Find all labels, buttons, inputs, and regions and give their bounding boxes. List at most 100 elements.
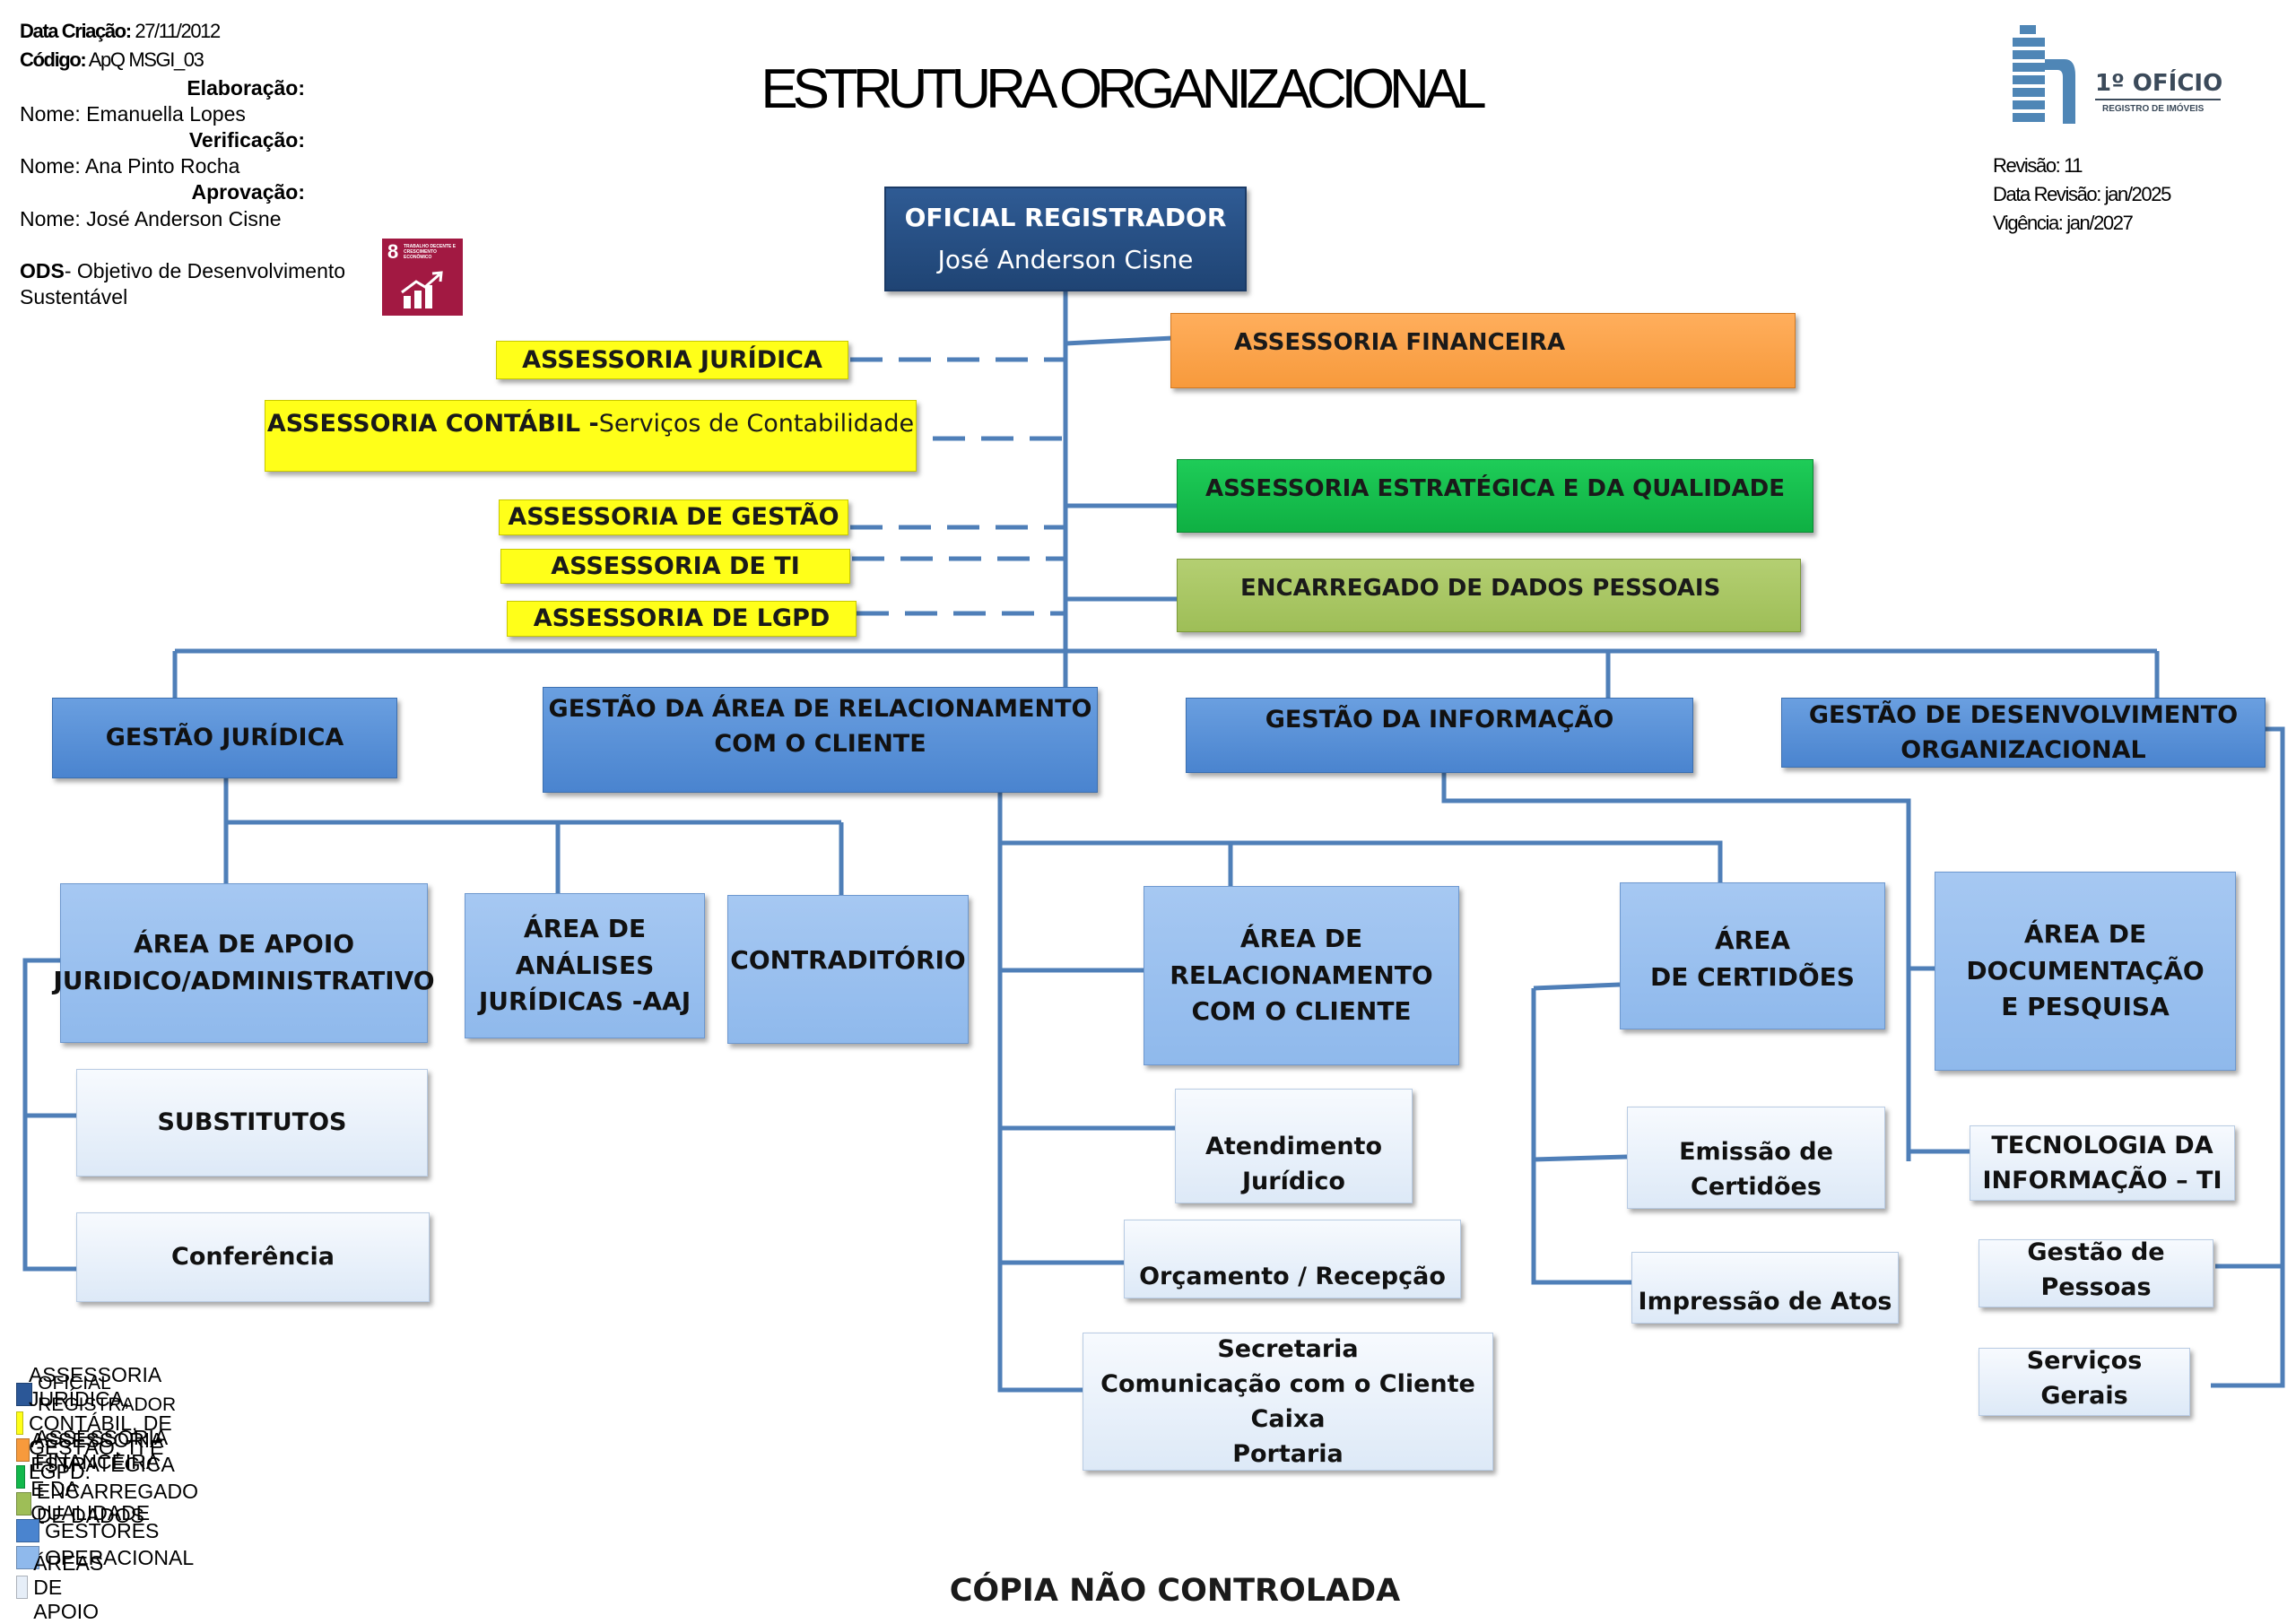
revision-number: Revisão: 11	[1993, 154, 2083, 177]
substitutos-label: SUBSTITUTOS	[157, 1108, 347, 1137]
tecnologia-informacao-label: TECNOLOGIA DA INFORMAÇÃO – TI	[1982, 1131, 2222, 1194]
legend-label: OPERACIONAL	[45, 1545, 195, 1569]
servicos-gerais-label: Serviços Gerais	[2026, 1346, 2143, 1410]
secretaria-label: Secretaria Comunicação com o Cliente Cai…	[1100, 1334, 1475, 1469]
elaboration-label: Elaboração:	[187, 76, 305, 100]
legend-swatch	[16, 1465, 26, 1489]
verification-name: Nome: Ana Pinto Rocha	[20, 154, 240, 178]
legend-item-oficial: OFICIAL REGISTRADOR	[16, 1373, 183, 1415]
legend-swatch	[16, 1546, 39, 1569]
impressao-atos-box: Impressão de Atos	[1631, 1252, 1899, 1324]
area-analises-juridicas-box: ÁREA DE ANÁLISES JURÍDICAS -AAJ	[465, 893, 705, 1038]
legend-label: ASSESSORIA ESTRATÉGICA E DA QUALIDADE	[30, 1429, 174, 1524]
gestao-juridica-label: GESTÃO JURÍDICA	[105, 724, 344, 752]
area-documentacao-box: ÁREA DE DOCUMENTAÇÃO E PESQUISA	[1935, 872, 2236, 1071]
creation-label: Data Criação:	[20, 20, 132, 42]
sdg-8-badge: 8 TRABALHO DECENTE E CRESCIMENTO ECONÔMI…	[382, 239, 463, 316]
code-value: ApQ MSGI_03	[88, 48, 204, 71]
registry-logo: 1º OFÍCIO REGISTRO DE IMÓVEIS	[2009, 25, 2224, 128]
legend-item-gestores: GESTORES	[16, 1518, 159, 1543]
gestao-desenvolvimento-label: GESTÃO DE DESENVOLVIMENTO ORGANIZACIONAL	[1808, 700, 2239, 764]
assessoria-estrategica-label: ASSESSORIA ESTRATÉGICA E DA QUALIDADE	[1205, 475, 1785, 502]
assessoria-contabil-label-rest: Serviços de Contabilidade	[598, 410, 915, 438]
encarregado-dados-box: ENCARREGADO DE DADOS PESSOAIS	[1177, 559, 1801, 632]
conferencia-label: Conferência	[171, 1243, 335, 1272]
emissao-certidoes-label: Emissão de Certidões	[1679, 1137, 1833, 1201]
ods-label: ODS	[20, 259, 65, 282]
logo-underline	[2095, 99, 2221, 100]
area-certidoes-label: ÁREA DE CERTIDÕES	[1650, 925, 1855, 992]
logo-mark-icon	[2013, 25, 2075, 124]
code-label: Código:	[20, 48, 87, 71]
assessoria-financeira-box: ASSESSORIA FINANCEIRA	[1170, 313, 1796, 388]
secretaria-box: Secretaria Comunicação com o Cliente Cai…	[1083, 1333, 1493, 1471]
verification-label: Verificação:	[188, 128, 305, 152]
legend-swatch	[16, 1383, 33, 1406]
conferencia-box: Conferência	[76, 1212, 430, 1302]
area-analises-juridicas-label: ÁREA DE ANÁLISES JURÍDICAS -AAJ	[478, 914, 691, 1017]
area-certidoes-box: ÁREA DE CERTIDÕES	[1620, 882, 1885, 1029]
creation-value: 27/11/2012	[135, 20, 221, 42]
assessoria-contabil-box: ASSESSORIA CONTÁBIL -Serviços de Contabi…	[265, 400, 917, 472]
assessoria-lgpd-label: ASSESSORIA DE LGPD	[533, 604, 831, 633]
creation-date: Data Criação: 27/11/2012	[20, 20, 221, 43]
atendimento-juridico-label: Atendimento Jurídico	[1205, 1132, 1383, 1195]
area-documentacao-label: ÁREA DE DOCUMENTAÇÃO E PESQUISA	[1966, 919, 2205, 1022]
solid-connectors	[22, 291, 2285, 1393]
legend-item-areas-apoio: ÁREAS DE APOIO	[16, 1551, 115, 1623]
assessoria-gestao-box: ASSESSORIA DE GESTÃO	[499, 499, 848, 535]
assessoria-ti-box: ASSESSORIA DE TI	[500, 549, 850, 584]
servicos-gerais-box: Serviços Gerais	[1979, 1347, 2190, 1416]
assessoria-lgpd-box: ASSESSORIA DE LGPD	[507, 601, 857, 637]
page-title: ESTRUTURA ORGANIZACIONAL	[761, 58, 1486, 120]
orcamento-recepcao-box: Orçamento / Recepção	[1124, 1220, 1461, 1298]
logo-title: 1º OFÍCIO	[2095, 70, 2223, 97]
gestao-juridica-box: GESTÃO JURÍDICA	[52, 698, 397, 778]
encarregado-dados-label: ENCARREGADO DE DADOS PESSOAIS	[1240, 575, 1721, 602]
contraditorio-box: CONTRADITÓRIO	[727, 895, 969, 1044]
growth-chart-icon	[401, 271, 443, 308]
assessoria-contabil-label-bold: ASSESSORIA CONTÁBIL -	[266, 410, 599, 438]
emissao-certidoes-box: Emissão de Certidões	[1627, 1107, 1885, 1209]
assessoria-contabil-label: ASSESSORIA CONTÁBIL -Serviços de Contabi…	[267, 406, 914, 441]
legend-label: ÁREAS DE APOIO	[33, 1550, 104, 1623]
impressao-atos-label: Impressão de Atos	[1638, 1287, 1892, 1316]
validity-date: Vigência: jan/2027	[1993, 212, 2134, 234]
oficial-registrador-box: OFICIAL REGISTRADOR José Anderson Cisne	[884, 187, 1247, 291]
legend-label: ASSESSORIA FINANCEIRA	[34, 1426, 167, 1473]
orcamento-recepcao-label: Orçamento / Recepção	[1139, 1262, 1446, 1290]
sdg-text: TRABALHO DECENTE E CRESCIMENTO ECONÔMICO	[404, 244, 457, 260]
legend-swatch	[16, 1438, 30, 1462]
uncontrolled-copy-footer: CÓPIA NÃO CONTROLADA	[949, 1573, 1401, 1609]
atendimento-juridico-box: Atendimento Jurídico	[1175, 1089, 1413, 1203]
gestao-desenvolvimento-box: GESTÃO DE DESENVOLVIMENTO ORGANIZACIONAL	[1781, 698, 2266, 768]
legend-label: OFICIAL REGISTRADOR	[38, 1373, 177, 1415]
legend-item-operacional: OPERACIONAL	[16, 1545, 194, 1570]
assessoria-financeira-label: ASSESSORIA FINANCEIRA	[1234, 329, 1566, 356]
legend-label: ENCARREGADO DE DADOS	[36, 1480, 199, 1527]
approval-label: Aprovação:	[191, 180, 305, 204]
legend-swatch	[16, 1411, 23, 1435]
gestao-informacao-box: GESTÃO DA INFORMAÇÃO	[1186, 698, 1693, 773]
legend-swatch	[16, 1492, 31, 1515]
assessoria-juridica-box: ASSESSORIA JURÍDICA	[496, 341, 848, 379]
substitutos-box: SUBSTITUTOS	[76, 1069, 428, 1177]
contraditorio-label: CONTRADITÓRIO	[730, 945, 966, 975]
oficial-registrador-name: José Anderson Cisne	[937, 244, 1194, 274]
gestao-informacao-label: GESTÃO DA INFORMAÇÃO	[1265, 706, 1614, 734]
ods-text-1: - Objetivo de Desenvolvimento	[64, 259, 346, 282]
dashed-connectors	[850, 357, 1065, 616]
area-relacionamento-label: ÁREA DE RELACIONAMENTO COM O CLIENTE	[1170, 924, 1433, 1027]
elaboration-name: Nome: Emanuella Lopes	[20, 102, 246, 126]
legend-item-assessorias: ASSESSORIA JURÍDICA, CONTÁBIL, DE GESTÃO…	[16, 1363, 177, 1483]
sdg-number: 8	[387, 240, 399, 263]
legend-item-financeira: ASSESSORIA FINANCEIRA	[16, 1426, 177, 1473]
legend-swatch	[16, 1519, 39, 1542]
logo-subtitle: REGISTRO DE IMÓVEIS	[2102, 104, 2205, 114]
legend-swatch	[16, 1576, 29, 1599]
gestao-relacionamento-box: GESTÃO DA ÁREA DE RELACIONAMENTO COM O C…	[543, 687, 1098, 793]
gestao-pessoas-box: Gestão de Pessoas	[1979, 1238, 2213, 1307]
document-code: Código: ApQ MSGI_03	[20, 48, 204, 72]
oficial-registrador-title: OFICIAL REGISTRADOR	[904, 202, 1227, 232]
gestao-pessoas-label: Gestão de Pessoas	[2027, 1238, 2165, 1301]
